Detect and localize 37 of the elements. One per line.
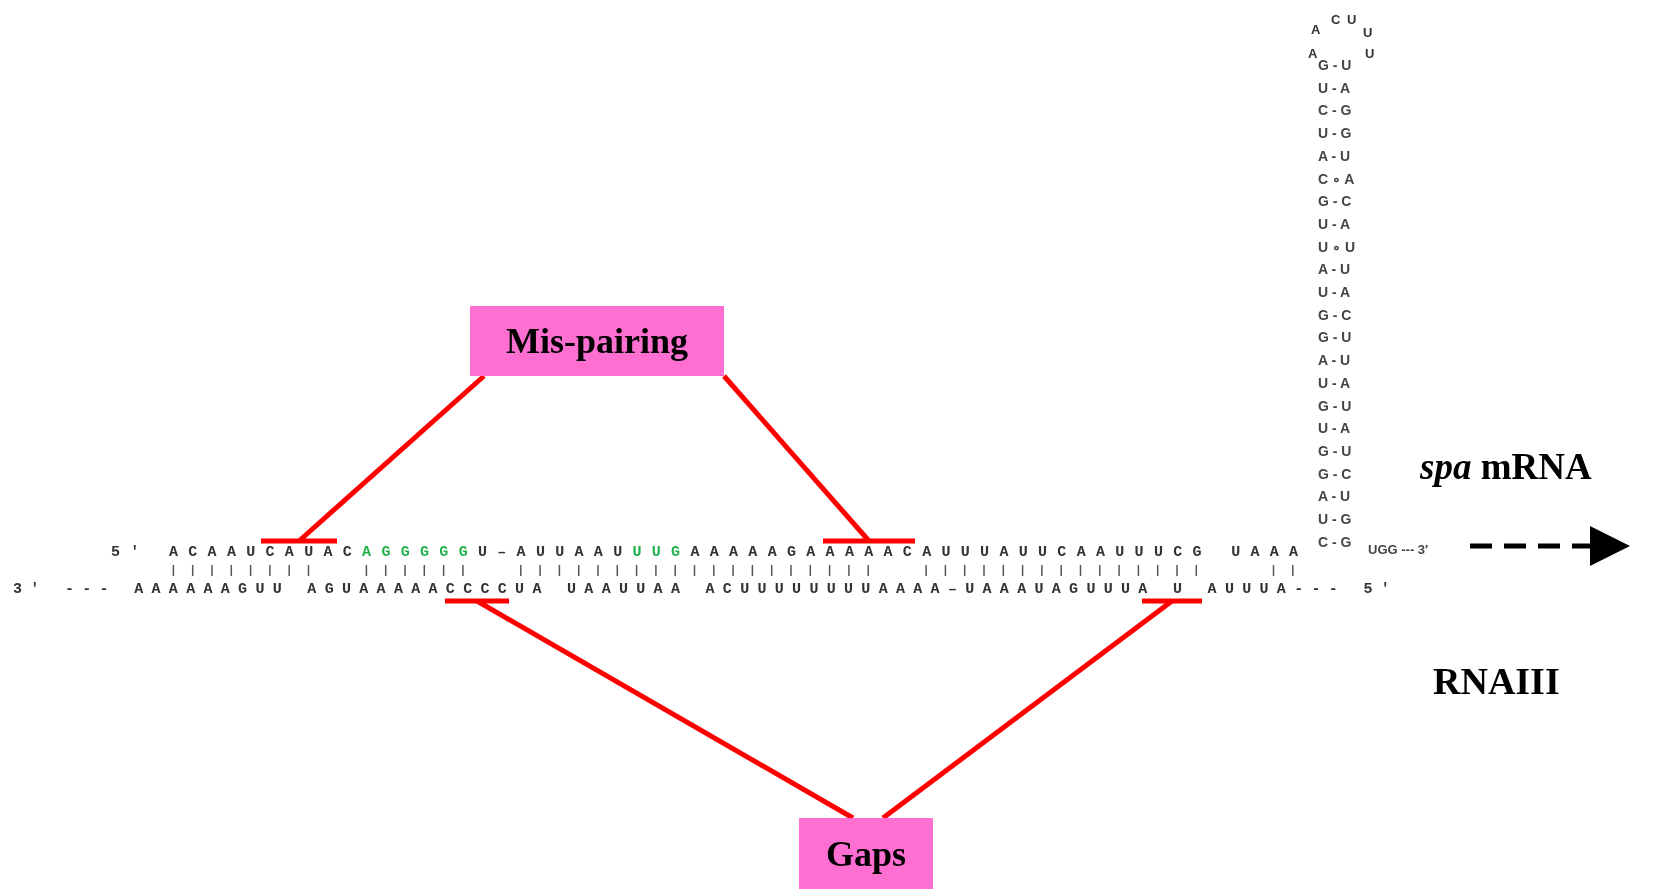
inhibition-line [442,598,855,821]
nucleotide-letter: U [1363,26,1373,39]
inhibition-line [881,598,1205,820]
inhibition-line [722,374,918,544]
inhibition-line [258,374,486,544]
strand-label: spa mRNA [1420,448,1592,485]
base-pair: A - U [1318,489,1351,504]
base-pair: U - A [1318,216,1351,231]
base-pair: U - G [1318,512,1352,526]
base-pair: A - U [1318,262,1351,277]
base-pair: C ∘ A [1318,171,1355,186]
base-pair: A - U [1318,353,1351,368]
base-pair: G - U [1318,58,1352,72]
base-pair: C - G [1318,534,1352,549]
base-pair: G - C [1318,466,1352,481]
base-pair: G - U [1318,330,1352,345]
base-pair: U - A [1318,285,1351,299]
base-pair: U - A [1318,421,1351,436]
base-pair: A - U [1318,148,1351,163]
strand-label: RNAIII [1433,662,1560,700]
rna-sequence: UGG --- 3′ [1368,543,1429,556]
nucleotide-letter: U [1347,13,1357,26]
base-pair: G - C [1318,307,1352,322]
label-box: Gaps [799,818,933,889]
base-pair: C - G [1318,103,1352,118]
nucleotide-letter: A [1308,47,1318,60]
base-pair: U - G [1318,126,1352,141]
base-pair: U ∘ U [1318,239,1355,254]
nucleotide-letter: A [1311,23,1321,36]
base-pair: G - C [1318,194,1352,209]
nucleotide-letter: C [1331,13,1341,26]
base-pair: U - A [1318,80,1351,95]
base-pair: G - U [1318,443,1352,458]
label-box: Mis-pairing [470,306,724,376]
base-pair: U - A [1318,375,1351,390]
base-pair: G - U [1318,398,1352,413]
nucleotide-letter: U [1365,47,1375,60]
